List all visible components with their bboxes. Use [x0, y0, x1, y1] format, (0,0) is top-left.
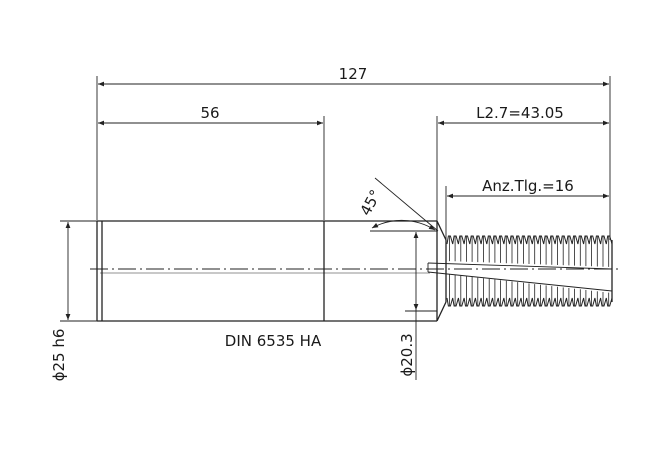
shank-diameter-label: ϕ25 h6 — [50, 329, 68, 382]
chamfer-angle-label: 45° — [356, 187, 384, 219]
tool-shank — [96, 220, 447, 322]
overall-length-label: 127 — [339, 65, 368, 83]
extension-lines — [60, 76, 611, 322]
thread-length-label: L2.7=43.05 — [476, 104, 564, 122]
neck-diameter-label: ϕ20.3 — [398, 333, 416, 376]
standard-note: DIN 6535 HA — [225, 332, 322, 350]
chamfer-angle-arc — [371, 219, 436, 231]
thread-count-label: Anz.Tlg.=16 — [482, 177, 574, 195]
thread-teeth — [446, 235, 613, 307]
flute-lines — [427, 262, 613, 292]
center-line — [90, 268, 620, 274]
dimension-lines — [65, 81, 609, 380]
shank-length-label: 56 — [200, 104, 219, 122]
